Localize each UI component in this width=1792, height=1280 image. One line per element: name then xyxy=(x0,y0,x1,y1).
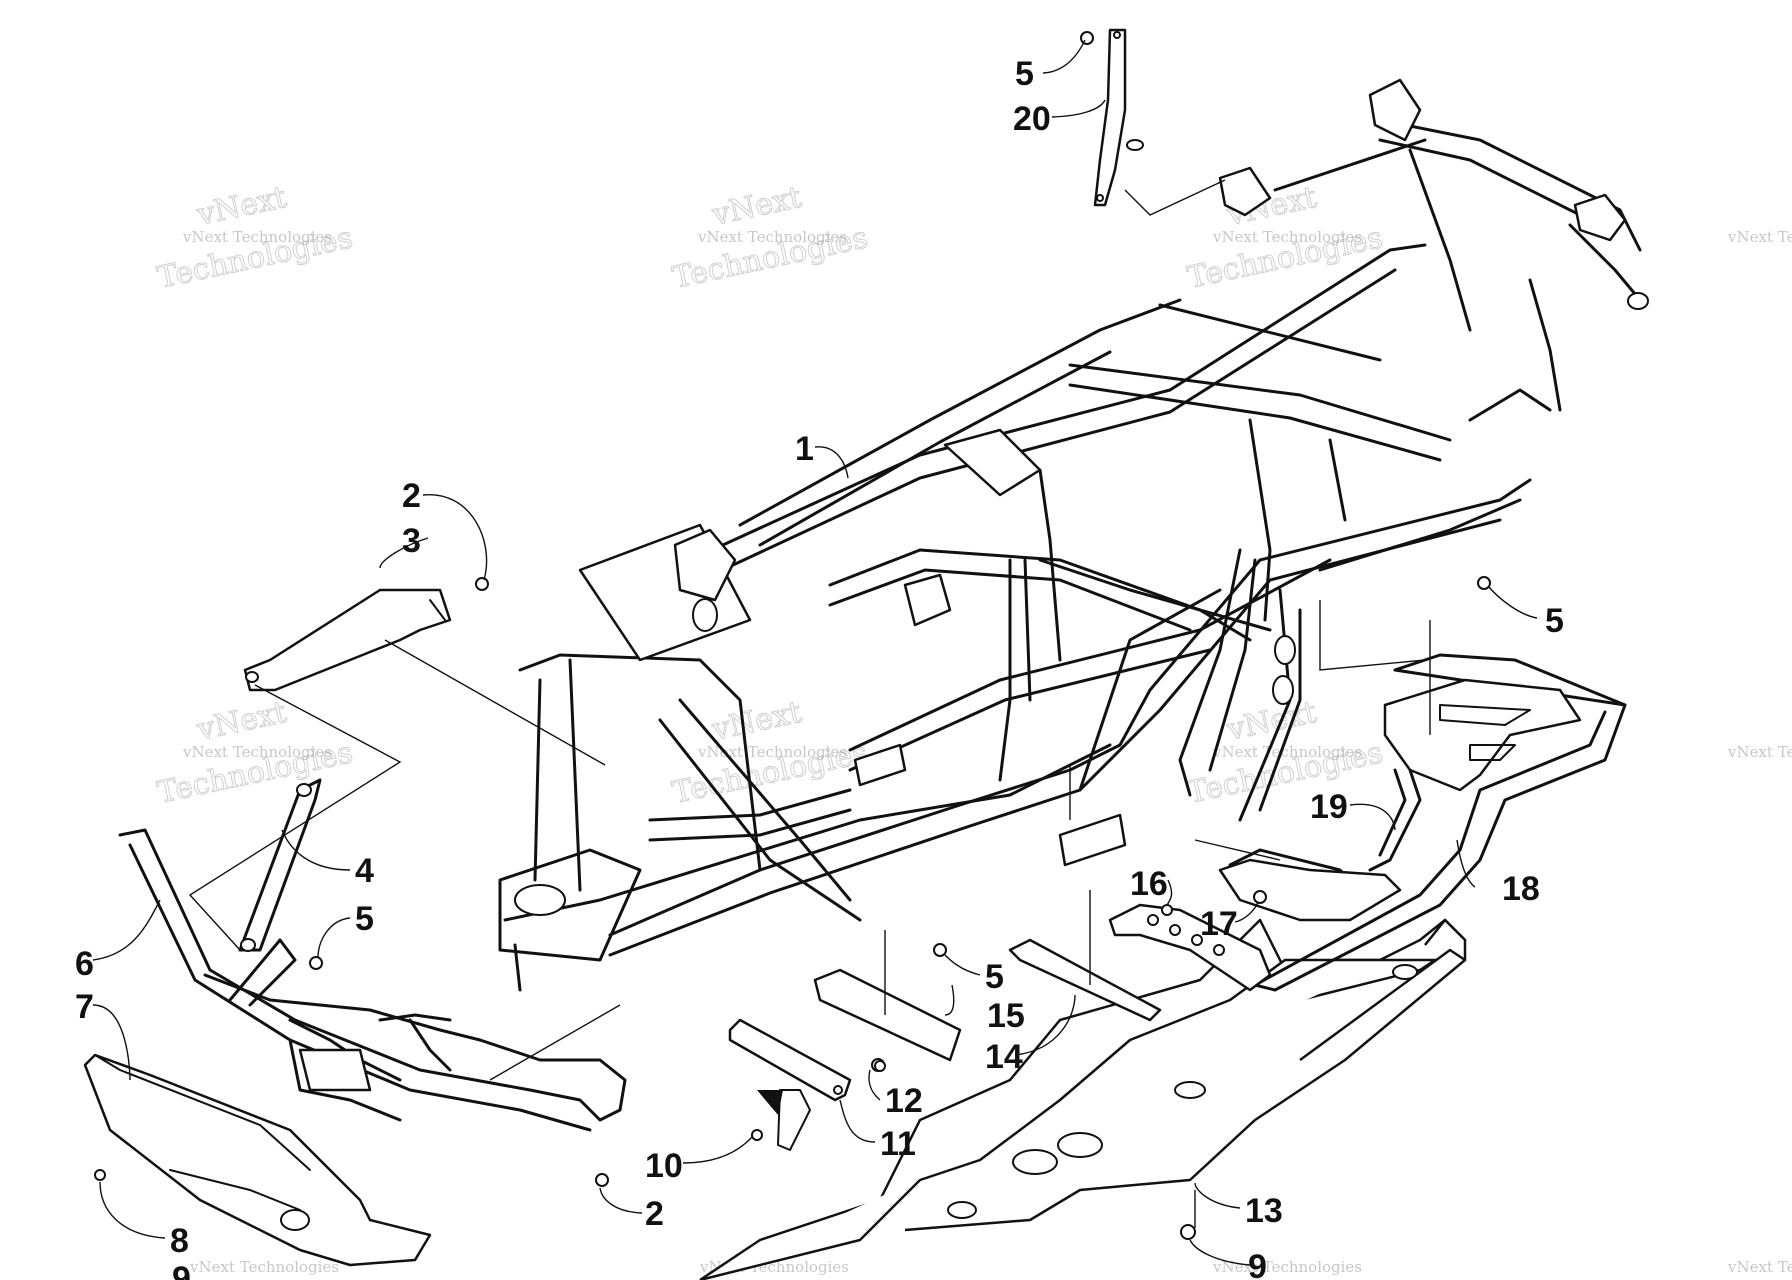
callout-6: 6 xyxy=(75,945,94,983)
rear-strap xyxy=(1093,28,1144,207)
skid-plate xyxy=(699,918,1467,1280)
callout-12: 12 xyxy=(885,1082,923,1120)
callout-19: 19 xyxy=(1310,788,1348,826)
watermark-3: vNext vNext Technologies Technologies xyxy=(1184,179,1386,296)
callout-5: 5 xyxy=(1015,55,1034,93)
callout-16: 16 xyxy=(1130,865,1168,903)
watermark-text: vNext Technologies xyxy=(1727,228,1792,246)
watermark-7: vNext Technologies xyxy=(189,1258,339,1276)
watermark-text: vNext xyxy=(193,695,289,748)
watermark-text: vNext xyxy=(193,180,289,233)
callout-2: 2 xyxy=(402,477,421,515)
front-skid-guard xyxy=(83,1053,432,1267)
watermark-text: vNext Technologies xyxy=(189,1258,339,1276)
watermark-text: vNext Technologies xyxy=(1212,228,1362,246)
callout-18: 18 xyxy=(1502,870,1540,908)
callout-9: 9 xyxy=(172,1260,191,1280)
callout-labels: 5 20 1 2 3 5 4 5 6 7 19 18 16 17 5 15 14… xyxy=(75,55,1564,1280)
watermark-10: vNext Technologies vNext Technologies vN… xyxy=(1727,228,1792,1276)
callout-8: 8 xyxy=(170,1222,189,1260)
watermark-text: vNext Technologies xyxy=(182,743,332,761)
watermark-2: vNext vNext Technologies Technologies xyxy=(669,179,871,296)
assembly-lines xyxy=(188,179,1431,1228)
callout-15: 15 xyxy=(987,997,1025,1035)
side-strap xyxy=(1108,903,1272,992)
callout-14: 14 xyxy=(985,1038,1023,1076)
leader-lines xyxy=(92,39,1538,1266)
watermark-text: vNext Technologies xyxy=(1727,1258,1792,1276)
watermark-text: vNext Technologies xyxy=(182,228,332,246)
bolts xyxy=(94,31,1491,1240)
brake-bracket xyxy=(728,1018,852,1151)
foam-strips xyxy=(813,938,1162,1062)
watermark-1: vNext vNext Technologies Technologies xyxy=(154,179,356,296)
callout-5: 5 xyxy=(1545,602,1564,640)
callout-5: 5 xyxy=(355,900,374,938)
front-bracket xyxy=(243,588,452,692)
callout-9: 9 xyxy=(1248,1248,1267,1280)
warning-triangle-icon xyxy=(757,1090,783,1115)
callout-20: 20 xyxy=(1013,100,1051,138)
callout-2: 2 xyxy=(645,1195,664,1233)
main-frame xyxy=(498,78,1649,992)
watermark-9: vNext Technologies xyxy=(1212,1258,1362,1276)
callout-3: 3 xyxy=(402,522,421,560)
watermark-text: vNext xyxy=(708,695,804,748)
callout-4: 4 xyxy=(355,852,374,890)
callout-13: 13 xyxy=(1245,1192,1283,1230)
callout-17: 17 xyxy=(1200,905,1238,943)
watermark-4: vNext vNext Technologies Technologies xyxy=(154,694,356,811)
watermark-text: vNext Technologies xyxy=(697,228,847,246)
bumper-support xyxy=(238,778,322,952)
watermark-text: vNext Technologies xyxy=(697,743,847,761)
callout-11: 11 xyxy=(880,1125,916,1163)
callout-7: 7 xyxy=(75,988,94,1026)
watermark-text: vNext Technologies xyxy=(1212,743,1362,761)
rear-support-bar xyxy=(1368,768,1422,872)
watermark-text: vNext Technologies xyxy=(1212,1258,1362,1276)
callout-1: 1 xyxy=(795,430,814,468)
watermark-text: vNext xyxy=(1223,695,1319,748)
watermark-text: vNext xyxy=(708,180,804,233)
watermark-text: vNext Technologies xyxy=(1727,743,1792,761)
callout-10: 10 xyxy=(645,1147,683,1185)
front-bumper xyxy=(118,828,627,1132)
seat-bracket xyxy=(1218,858,1402,922)
callout-5: 5 xyxy=(985,958,1004,996)
